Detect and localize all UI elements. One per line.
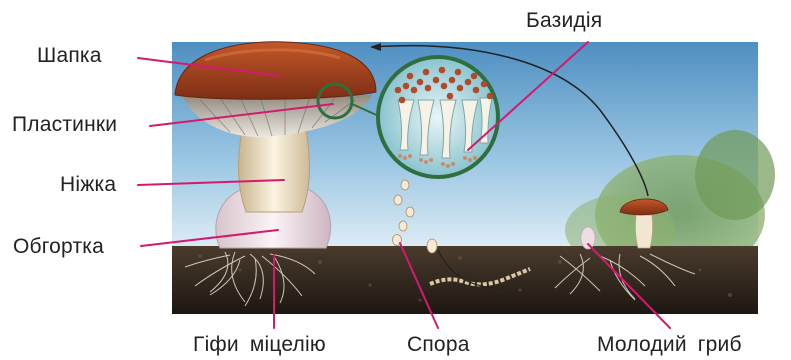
label-gills: Пластинки [12, 114, 117, 135]
stem [239, 130, 310, 212]
label-spore: Спора [407, 334, 470, 355]
basidia-inset [378, 57, 498, 177]
label-stem: Ніжка [60, 174, 116, 195]
young-mushroom-bud [581, 227, 595, 249]
label-volva: Обгортка [13, 236, 104, 257]
label-young-mushroom: Молодий гриб [597, 334, 742, 355]
label-basidium: Базидія [526, 10, 602, 31]
label-cap: Шапка [37, 45, 102, 66]
label-hyphae: Гіфи міцелію [193, 334, 326, 355]
